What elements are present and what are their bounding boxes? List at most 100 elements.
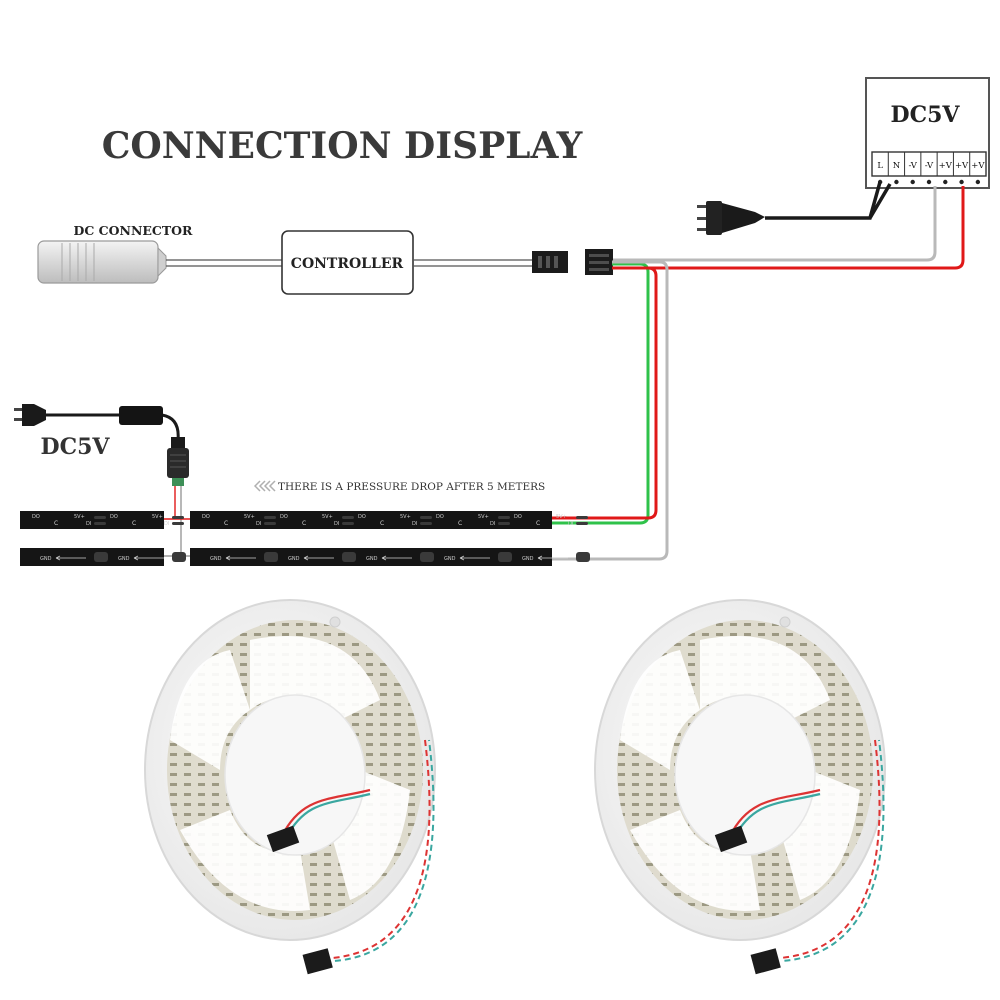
controller-box [281,230,414,295]
strip-mark-label: 5V+ [244,514,255,520]
strip-solder-pad [264,522,276,525]
psu-terminal-label: N [893,161,901,171]
strip-top-right [190,511,552,529]
strip-mark-label: DI [412,521,417,527]
strip-mark-label: GND [444,556,456,562]
reel-spoke [620,650,700,770]
reel-spoke [180,810,310,911]
reel-jst-connector [714,825,748,853]
jst-connector-male [532,251,568,273]
strip-mark-label: C [54,520,58,527]
strip-solder-pad [420,552,434,562]
led-reel-right [594,599,886,975]
strip-solder-pad [498,516,510,519]
dc-connector-label: DC CONNECTOR [74,223,193,238]
psu-terminal-label: +V [955,161,969,171]
strip-mark-label: DI [164,521,169,527]
controller-label: CONTROLLER [291,256,404,272]
strip-solder-pad [576,516,588,519]
terminal-screw [926,179,932,185]
terminal-screw [910,179,915,185]
pressure-arrows [253,480,276,492]
strip-arrow [537,555,568,561]
reel-hub [224,694,366,856]
inline-switch [119,406,163,425]
strip-solder-pad [498,552,512,562]
strip-bottom-left [20,548,164,566]
strip-solder-pad [172,516,184,519]
psu-terminal-label: +V [939,161,953,171]
strip-arrow [459,555,490,561]
reel-lead-red [331,739,431,959]
reel-wire-red [729,788,821,837]
strip-arrow [55,555,86,561]
reel-spoke [170,650,250,770]
strip-mark-label: C [536,520,540,527]
psu-terminal-label: -V [909,161,918,171]
green-wire-strip [552,262,650,525]
strip-solder-pad [420,522,432,525]
strip-mark-label: 5V+ [556,514,567,520]
dc-plug-left [167,437,189,486]
strip-arrow [303,555,334,561]
strip-solder-pad [576,522,588,525]
reel-wire-red [281,788,371,837]
strip-mark-label: GND [288,556,300,562]
reel-spoke [330,770,410,900]
reel-spoke [700,636,830,730]
strip-mark-label: DO [32,514,40,520]
strip-mark-label: C [132,520,136,527]
strip-solder-pad [342,516,354,519]
strip-arrow [381,555,412,561]
strip-mark-label: 5V+ [478,514,489,520]
strip-mark-label: DO [358,514,366,520]
strip-solder-pad [342,522,354,525]
gray-wire-strip [552,260,669,561]
strip-mark-label: DO [514,514,522,520]
strip-mark-label: GND [366,556,378,562]
strip-mark-label: C [302,520,306,527]
reel-end-connector [750,948,781,975]
reel-spoke [250,636,380,730]
mains-cable [765,181,892,220]
strip-mark-label: DI [568,521,573,527]
strip-mark-label: GND [40,556,52,562]
red-wire-strip [552,266,658,520]
strip-mark-label: GND [522,556,534,562]
strip-arrow [225,555,256,561]
strip-solder-pad [342,552,356,562]
left-supply-voltage-label: DC5V [41,434,111,460]
terminal-screw [959,179,964,185]
reel-hole [329,616,341,628]
psu-terminal-label: L [877,161,883,171]
strip-mark-label: DO [110,514,118,520]
terminal-screw [894,179,899,185]
reel-lead-red [779,739,881,959]
strip-bottom-right [190,548,552,566]
strip-mark-label: 5V+ [74,514,85,520]
strip-mark-label: C [458,520,462,527]
strip-solder-pad [576,552,590,562]
terminal-screw [975,179,981,185]
dc-connector [37,240,167,284]
led-reel-left [144,599,436,975]
reel-lead-teal [333,739,435,962]
strip-solder-pad [498,522,510,525]
strip-arrow [133,555,164,561]
strip-mark-label: GND [210,556,222,562]
strip-mark-label: C [224,520,228,527]
psu-terminal-label: +V [971,161,985,171]
strip-mark-label: 5V+ [152,514,163,520]
reel-spoke [630,810,760,911]
wall-plug-right [697,201,765,235]
strip-solder-pad [264,516,276,519]
strip-solder-pad [94,552,108,562]
strip-mark-label: DI [490,521,495,527]
strip-mark-label: DO [436,514,444,520]
strip-mark-label: DO [202,514,210,520]
strip-mark-label: DO [280,514,288,520]
